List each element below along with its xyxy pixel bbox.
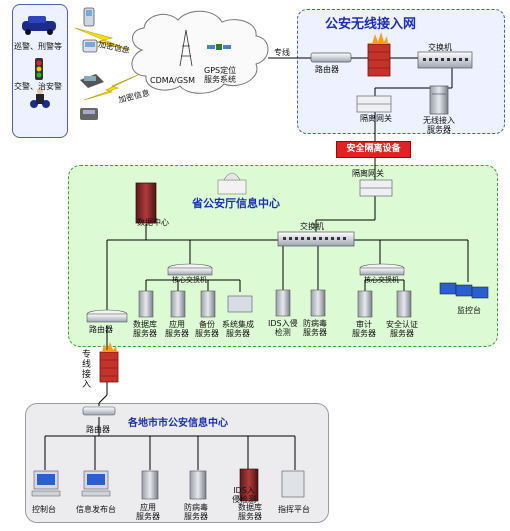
city-app-server-label: 应用服务器 <box>136 503 160 521</box>
city-ids-label: IDS入侵检测 <box>232 486 256 504</box>
command-platform-label: 指挥平台 <box>278 505 310 514</box>
city-info-center-zone <box>25 403 329 523</box>
gps-label-line1: GPS定位 <box>204 66 237 75</box>
audit-server-label: 审计服务器 <box>352 320 376 338</box>
cdma-gsm-label: CDMA/GSM <box>150 76 195 85</box>
wireless-switch-label: 交换机 <box>428 43 452 52</box>
console-label: 控制台 <box>32 505 56 514</box>
db-server-label: 数据库服务器 <box>133 320 157 338</box>
city-devices <box>31 406 305 502</box>
wireless-access-zone <box>297 9 505 134</box>
city-antivirus-label: 防病毒服务器 <box>184 503 208 521</box>
province-zone-title: 省公安厅信息中心 <box>192 197 280 210</box>
left-panel-icons <box>22 16 56 108</box>
province-router-label: 路由器 <box>89 325 113 334</box>
wireless-router-label: 路由器 <box>315 65 339 74</box>
monitor-console-label: 监控台 <box>457 306 481 315</box>
right-core-switch-label: 核心交换机 <box>364 276 399 284</box>
mobile-terminal-icons <box>80 7 104 120</box>
gps-label-line2: 服务系统 <box>204 75 236 84</box>
city-db-server-label: 数据库服务器 <box>238 503 262 521</box>
wireless-zone-title: 公安无线接入网 <box>325 17 417 32</box>
dedicated-access-label: 专 线 接 入 <box>82 350 92 390</box>
publish-station-label: 信息发布台 <box>76 505 116 514</box>
app-server-label: 应用服务器 <box>165 320 189 338</box>
left-core-switch-label: 核心交换机 <box>172 276 207 284</box>
data-center-label: 数据中心 <box>137 218 169 227</box>
city-zone-title: 各地市市公安信息中心 <box>128 418 228 429</box>
wireless-devices <box>310 32 473 115</box>
province-devices <box>86 172 489 383</box>
antivirus-server-label: 防病毒服务器 <box>303 319 327 337</box>
security-isolation-device: 安全隔离设备 <box>336 141 411 158</box>
traffic-police-label: 交警、治安警 <box>14 82 62 91</box>
wireless-gateway-label: 隔离网关 <box>360 114 392 123</box>
auth-server-label: 安全认证服务器 <box>386 320 418 338</box>
access-server-label-line1: 无线接入 <box>423 116 455 125</box>
core-switch-label: 交换机 <box>300 222 324 231</box>
dedicated-line-label: 专线 <box>274 48 290 57</box>
city-router-label: 路由器 <box>86 425 110 434</box>
integration-server-label: 系统集成服务器 <box>222 320 254 338</box>
backup-server-label: 备份服务器 <box>195 320 219 338</box>
mobile-network-cloud <box>131 10 269 94</box>
police-car-label: 巡警、刑警等 <box>14 42 62 51</box>
access-server-label-line2: 服务器 <box>427 125 451 134</box>
ids-label: IDS入侵检测 <box>268 319 298 337</box>
province-gateway-label: 隔离网关 <box>352 169 384 178</box>
